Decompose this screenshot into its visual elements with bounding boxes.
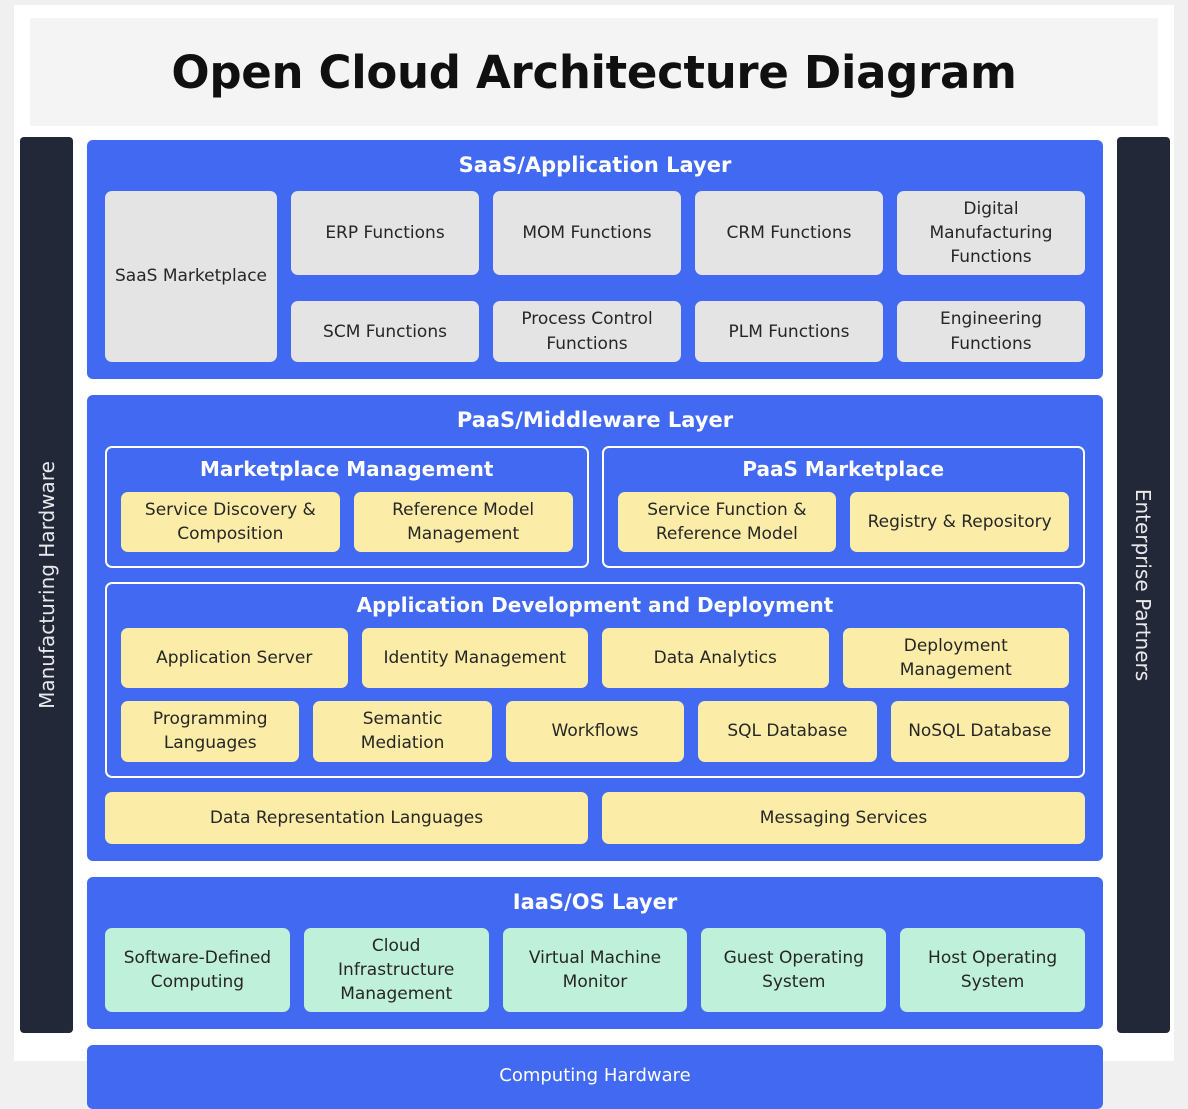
layer-iaas-title: IaaS/OS Layer xyxy=(512,889,678,914)
tile-process-control-functions[interactable]: Process Control Functions xyxy=(493,301,681,362)
tile-data-analytics[interactable]: Data Analytics xyxy=(602,628,829,689)
side-panel-left-label: Manufacturing Hardware xyxy=(34,461,59,709)
tile-deployment-management[interactable]: Deployment Management xyxy=(842,628,1069,689)
tile-crm-functions[interactable]: CRM Functions xyxy=(695,191,883,276)
tile-programming-languages[interactable]: Programming Languages xyxy=(121,701,300,762)
architecture-diagram: Manufacturing Hardware SaaS/Application … xyxy=(14,137,1174,1109)
layer-iaas: IaaS/OS Layer Software-Defined Computing… xyxy=(87,876,1103,1030)
subpanel-app-dev-title: Application Development and Deployment xyxy=(356,593,834,618)
title-bar: Open Cloud Architecture Diagram xyxy=(30,18,1158,126)
iaas-items: Software-Defined Computing Cloud Infrast… xyxy=(105,927,1085,1013)
side-panel-enterprise-partners: Enterprise Partners xyxy=(1117,137,1170,1033)
side-panel-manufacturing-hardware: Manufacturing Hardware xyxy=(20,137,73,1033)
subpanel-paas-marketplace-title: PaaS Marketplace xyxy=(742,456,945,481)
saas-row-1: ERP Functions MOM Functions CRM Function… xyxy=(291,191,1085,276)
tile-registry-repository[interactable]: Registry & Repository xyxy=(850,491,1069,553)
subpanel-marketplace-management: Marketplace Management Service Discovery… xyxy=(105,445,589,569)
paas-marketplace-items: Service Function & Reference Model Regis… xyxy=(617,491,1069,553)
tile-saas-marketplace[interactable]: SaaS Marketplace xyxy=(105,191,277,362)
bar-computing-hardware[interactable]: Computing Hardware xyxy=(87,1045,1103,1109)
paas-top-subpanels: Marketplace Management Service Discovery… xyxy=(105,445,1085,569)
subpanel-paas-marketplace: PaaS Marketplace Service Function & Refe… xyxy=(601,445,1085,569)
page-title: Open Cloud Architecture Diagram xyxy=(171,45,1017,99)
tile-application-server[interactable]: Application Server xyxy=(121,628,348,689)
tile-workflows[interactable]: Workflows xyxy=(505,701,685,762)
tile-identity-management[interactable]: Identity Management xyxy=(361,628,588,689)
layer-paas-title: PaaS/Middleware Layer xyxy=(456,407,734,432)
tile-semantic-mediation[interactable]: Semantic Mediation xyxy=(313,701,492,762)
tile-service-function-reference-model[interactable]: Service Function & Reference Model xyxy=(617,491,837,553)
tile-digital-manufacturing-functions[interactable]: Digital Manufacturing Functions xyxy=(897,191,1085,276)
app-dev-row-1: Application Server Identity Management D… xyxy=(121,628,1069,689)
saas-row-2: SCM Functions Process Control Functions … xyxy=(291,301,1085,362)
saas-body: SaaS Marketplace ERP Functions MOM Funct… xyxy=(105,191,1085,362)
tile-data-representation-languages[interactable]: Data Representation Languages xyxy=(105,791,588,844)
layer-paas: PaaS/Middleware Layer Marketplace Manage… xyxy=(87,394,1103,861)
tile-messaging-services[interactable]: Messaging Services xyxy=(602,791,1085,844)
tile-plm-functions[interactable]: PLM Functions xyxy=(695,301,883,362)
subpanel-marketplace-management-title: Marketplace Management xyxy=(200,456,494,481)
saas-function-columns: ERP Functions MOM Functions CRM Function… xyxy=(291,191,1085,362)
tile-reference-model-management[interactable]: Reference Model Management xyxy=(353,491,573,553)
tile-guest-operating-system[interactable]: Guest Operating System xyxy=(701,927,887,1013)
tile-cloud-infrastructure-management[interactable]: Cloud Infrastructure Management xyxy=(303,927,489,1013)
app-dev-row-2: Programming Languages Semantic Mediation… xyxy=(121,701,1070,762)
side-panel-right-label: Enterprise Partners xyxy=(1131,488,1156,682)
subpanel-application-development-deployment: Application Development and Deployment A… xyxy=(105,582,1085,778)
marketplace-management-items: Service Discovery & Composition Referenc… xyxy=(121,491,573,553)
layer-stack: SaaS/Application Layer SaaS Marketplace … xyxy=(87,137,1103,1109)
tile-scm-functions[interactable]: SCM Functions xyxy=(291,301,479,362)
tile-engineering-functions[interactable]: Engineering Functions xyxy=(897,301,1085,362)
tile-erp-functions[interactable]: ERP Functions xyxy=(291,191,479,276)
tile-software-defined-computing[interactable]: Software-Defined Computing xyxy=(105,927,290,1013)
page-card: Open Cloud Architecture Diagram Manufact… xyxy=(14,5,1174,1109)
paas-bottom-row: Data Representation Languages Messaging … xyxy=(105,791,1085,844)
tile-mom-functions[interactable]: MOM Functions xyxy=(493,191,681,276)
layer-saas-title: SaaS/Application Layer xyxy=(458,153,732,177)
tile-virtual-machine-monitor[interactable]: Virtual Machine Monitor xyxy=(502,927,688,1013)
tile-service-discovery-composition[interactable]: Service Discovery & Composition xyxy=(121,491,340,553)
tile-host-operating-system[interactable]: Host Operating System xyxy=(900,927,1085,1013)
tile-sql-database[interactable]: SQL Database xyxy=(698,701,877,762)
layer-saas: SaaS/Application Layer SaaS Marketplace … xyxy=(87,140,1103,379)
tile-nosql-database[interactable]: NoSQL Database xyxy=(890,701,1070,762)
